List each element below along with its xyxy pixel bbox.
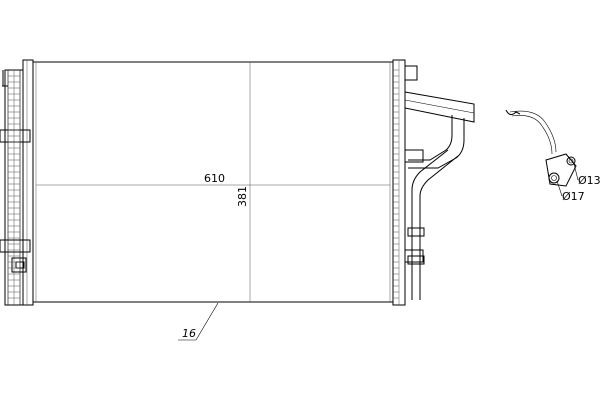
thickness-leader [195,302,219,341]
thickness-label: 16 [182,327,196,340]
height-dimension-label: 381 [236,186,249,207]
dimensions: 610 381 16 [36,62,390,341]
sensor-flange-detail: Ø13 Ø17 [505,109,600,203]
right-fin-ticks [393,69,399,299]
diameter-large-label: Ø17 [562,190,585,203]
width-dimension-label: 610 [204,172,225,185]
refrigerant-pipe [404,91,475,300]
left-fin-ticks [8,75,20,299]
diameter-small-label: Ø13 [578,174,600,187]
left-lower-bracket [0,239,31,253]
right-middle-bracket [404,149,424,163]
port-large [548,172,560,184]
port-small [566,156,576,166]
right-top-tab [404,65,418,81]
